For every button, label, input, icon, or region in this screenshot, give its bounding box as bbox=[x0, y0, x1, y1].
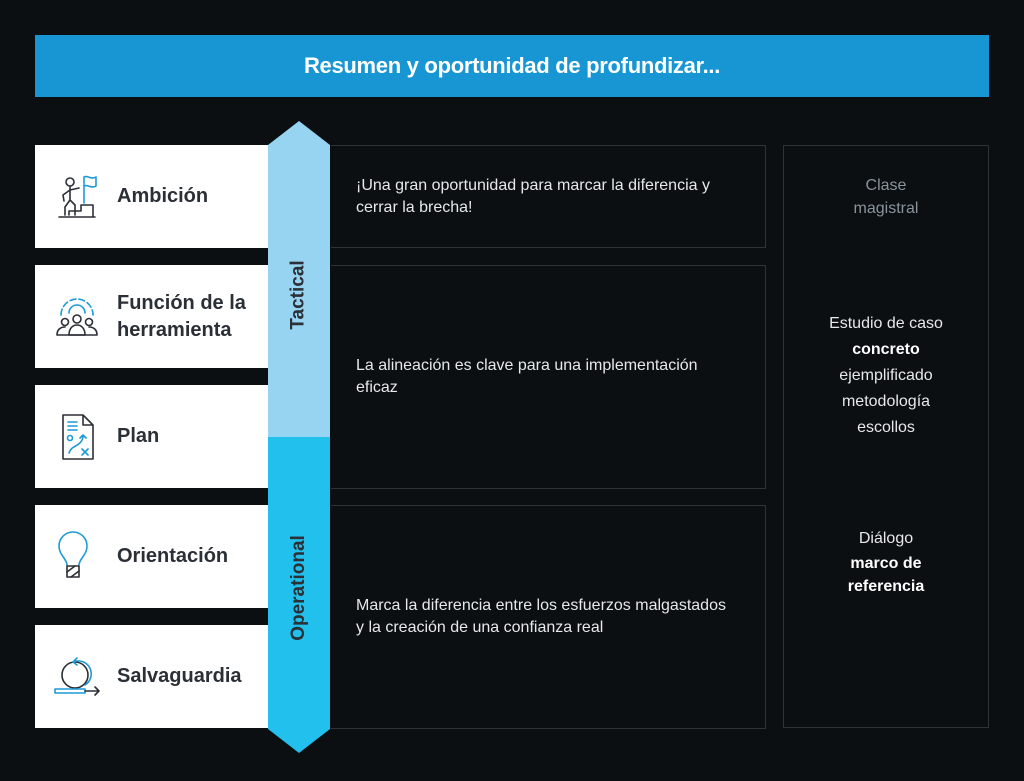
stage-label: Plan bbox=[117, 425, 160, 447]
stage-label: Orientación bbox=[117, 545, 229, 567]
operational-band bbox=[268, 437, 330, 753]
stage-card-funcion: Función de la herramienta bbox=[35, 265, 271, 368]
stage-card-ambicion: Ambición bbox=[35, 145, 271, 248]
stage-card-orientacion: Orientación bbox=[35, 505, 271, 608]
description-text: Marca la diferencia entre los esfuerzos … bbox=[356, 597, 726, 636]
page-title: Resumen y oportunidad de profundizar... bbox=[303, 53, 721, 78]
description-text: La alineación es clave para una implemen… bbox=[356, 357, 698, 396]
description-box-alignment: La alineación es clave para una implemen… bbox=[331, 265, 766, 489]
stage-card-salvaguardia: Salvaguardia bbox=[35, 625, 271, 728]
description-text: ¡Una gran oportunidad para marcar la dif… bbox=[356, 176, 710, 216]
strategy-document-icon bbox=[62, 413, 94, 460]
tactical-band bbox=[268, 121, 330, 437]
formats-panel: Clase magistral Estudio de caso concreto… bbox=[783, 145, 989, 728]
stage-label: Función de la herramienta bbox=[117, 291, 246, 341]
person-climbing-flag-icon bbox=[58, 175, 97, 218]
description-box-ambicion: ¡Una gran oportunidad para marcar la dif… bbox=[331, 145, 766, 248]
header-banner: Resumen y oportunidad de profundizar... bbox=[35, 35, 989, 97]
cycle-arrow-icon bbox=[54, 656, 100, 696]
stage-card-plan: Plan bbox=[35, 385, 271, 488]
tactical-label: Tactical bbox=[288, 260, 310, 330]
tactical-operational-arrow bbox=[268, 121, 330, 753]
format-dialogue: Diálogo marco de referencia bbox=[847, 530, 925, 595]
operational-label: Operational bbox=[288, 534, 310, 641]
description-box-operational: Marca la diferencia entre los esfuerzos … bbox=[331, 505, 766, 729]
format-case-study: Estudio de caso concreto ejemplificado m… bbox=[829, 315, 943, 436]
stage-label: Salvaguardia bbox=[117, 665, 242, 687]
lightbulb-icon bbox=[58, 530, 88, 578]
stage-label: Ambición bbox=[117, 185, 209, 207]
format-masterclass: Clase magistral bbox=[853, 177, 919, 217]
team-gear-icon bbox=[56, 297, 98, 336]
